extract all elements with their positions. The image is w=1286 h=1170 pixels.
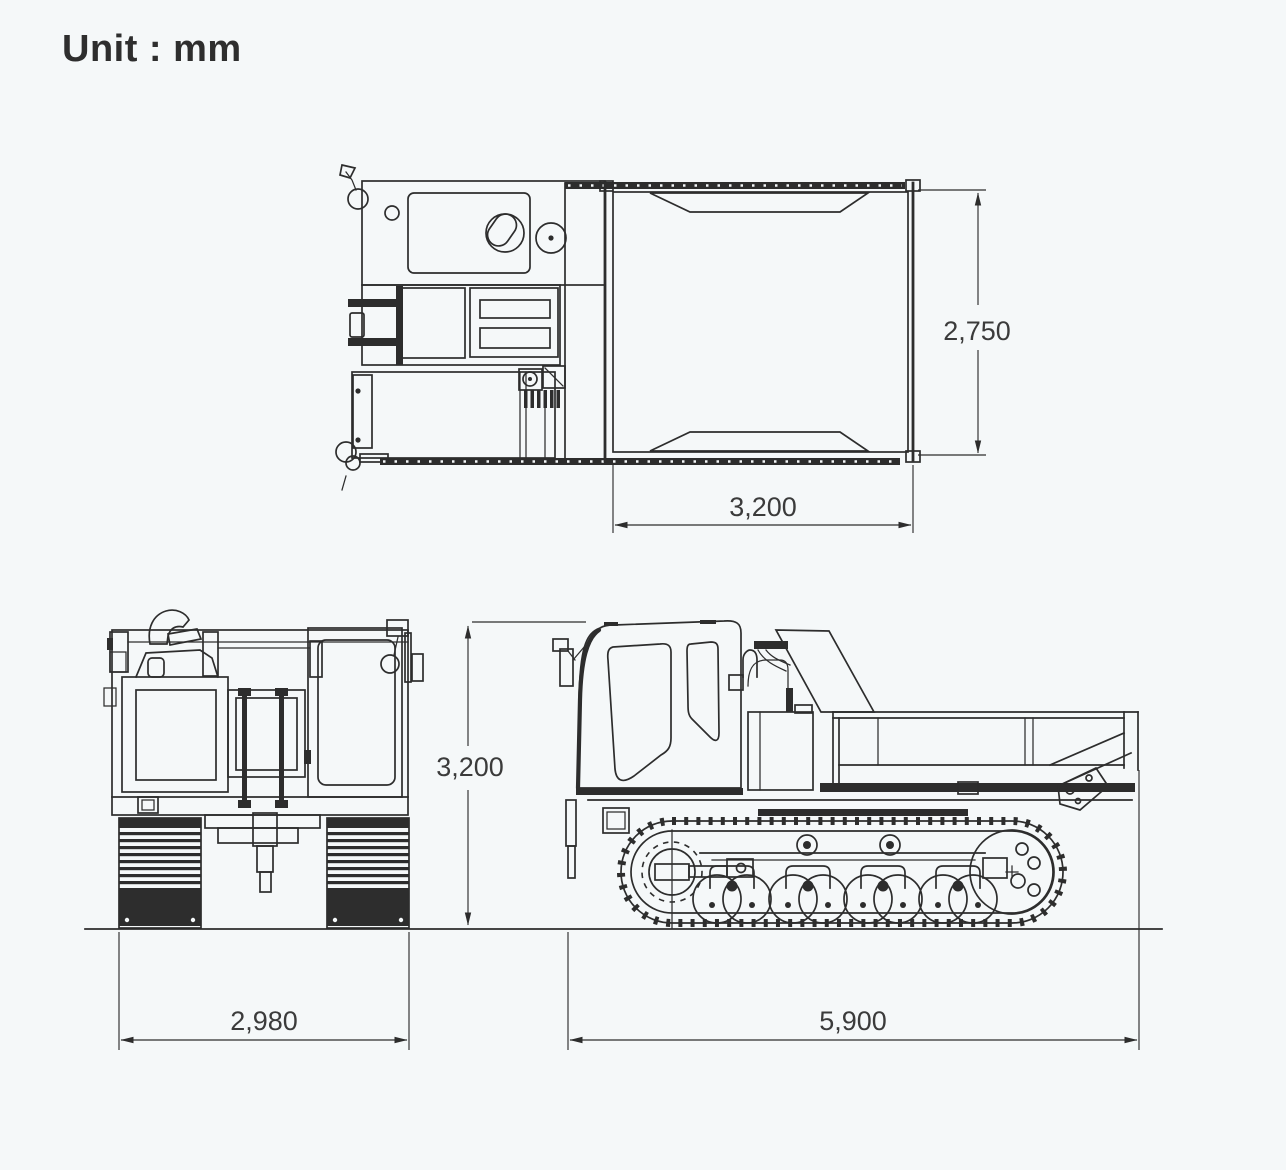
engine-box <box>747 704 814 791</box>
bed-rib-top <box>649 192 871 213</box>
muffler <box>742 641 791 689</box>
crawler-track <box>617 817 1067 929</box>
front-door <box>304 619 409 798</box>
control-panels <box>348 284 561 366</box>
engine-hood-front <box>134 631 323 679</box>
bed-corner-tab <box>905 450 921 463</box>
drawbar <box>204 812 321 893</box>
bed-corner-tab <box>905 179 921 192</box>
top-view: 2,750 3,200 <box>335 163 1011 533</box>
unit-label: Unit : mm <box>62 28 242 70</box>
front-rod <box>565 799 577 847</box>
bogie-wheels <box>692 865 998 924</box>
dim-label-3200-bed: 3,200 <box>729 492 797 522</box>
front-right-track <box>326 817 410 929</box>
engine-deck <box>335 163 606 491</box>
side-view: 5,900 <box>552 620 1140 1050</box>
dim-label-5900: 5,900 <box>819 1006 887 1036</box>
dim-label-2980: 2,980 <box>230 1006 298 1036</box>
dim-bed-width: 2,750 <box>918 189 1011 456</box>
bed-corner-tab <box>599 180 614 192</box>
side-door-window <box>686 641 720 742</box>
side-cab <box>552 620 744 795</box>
side-mirror-bottom <box>335 441 389 491</box>
cargo-bed-top <box>380 179 921 465</box>
dim-overall-width: 2,980 <box>118 932 410 1050</box>
front-sill <box>111 796 409 814</box>
air-intake-scoop <box>148 609 203 646</box>
front-view: 3,200 2,980 <box>103 609 586 1050</box>
side-mirror-top <box>339 163 369 210</box>
dim-label-2750: 2,750 <box>943 316 1011 346</box>
rear-pivot-bracket <box>1057 766 1110 811</box>
dim-bed-length: 3,200 <box>612 465 914 533</box>
bed-front-guard <box>774 629 876 713</box>
side-front-window <box>606 642 672 782</box>
bed-rib-bottom <box>649 431 871 452</box>
front-side-mirror <box>380 632 424 683</box>
side-chassis <box>565 799 1133 879</box>
filler-cap <box>384 205 400 221</box>
dim-overall-length: 5,900 <box>567 770 1140 1050</box>
fan-pulley <box>535 222 567 254</box>
idler-wheel <box>969 829 1055 915</box>
front-body <box>103 629 409 816</box>
dump-bed-side <box>820 711 1139 811</box>
top-rollers <box>796 834 901 856</box>
radiator-ladder <box>227 688 306 808</box>
drive-sprocket <box>641 841 754 903</box>
cab-window-front <box>121 676 229 793</box>
side-mirror <box>552 638 586 687</box>
air-cleaner <box>485 213 525 253</box>
dim-label-3200-height: 3,200 <box>436 752 504 782</box>
dim-overall-height: 3,200 <box>436 621 586 926</box>
front-left-track <box>118 817 202 929</box>
cab-roof-area <box>351 365 566 459</box>
